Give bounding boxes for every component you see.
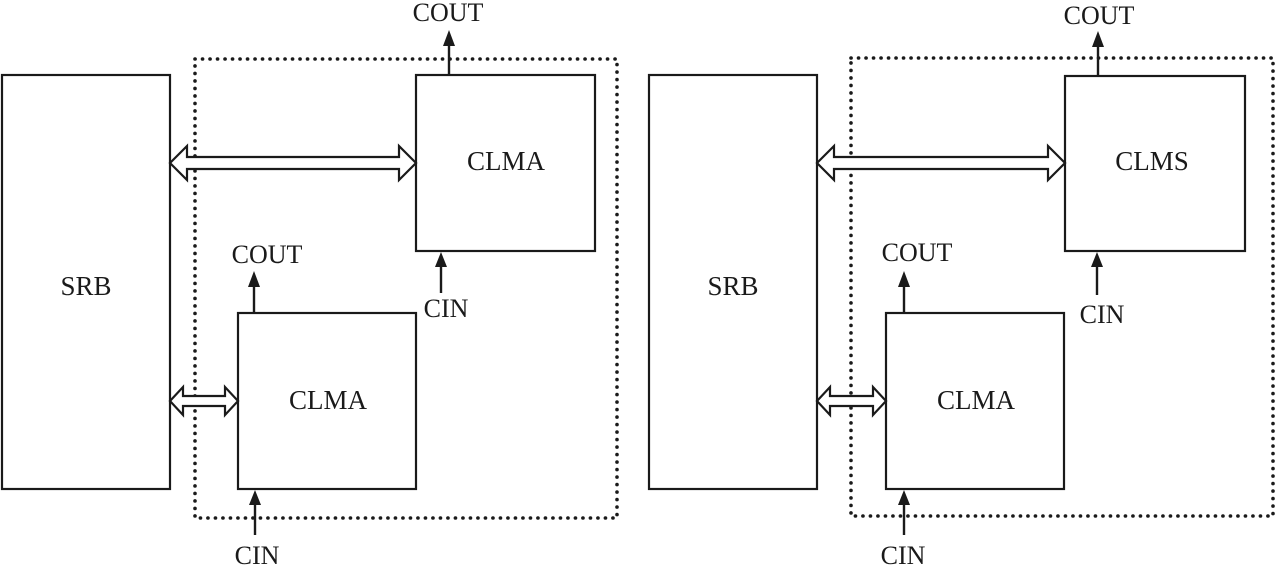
bottom-block-label: CLMA	[289, 385, 368, 415]
arrow-up-icon	[898, 490, 910, 505]
bottom-block-label: CLMA	[937, 385, 1016, 415]
top-cin-label: CIN	[1080, 300, 1125, 329]
srb-block	[0, 73, 172, 491]
panel-right: SRB CLMS CLMA COUT CIN COUT CIN	[647, 1, 1275, 568]
arrow-up-icon	[1091, 252, 1103, 267]
srb-label: SRB	[60, 271, 111, 301]
top-block-label: CLMS	[1115, 146, 1189, 176]
arrow-up-icon	[249, 490, 261, 505]
bottom-cout-label: COUT	[232, 240, 303, 269]
bottom-cin-label: CIN	[881, 541, 926, 568]
arrow-up-icon	[435, 252, 447, 267]
arrow-up-icon	[1092, 31, 1104, 47]
bottom-cin-label: CIN	[235, 541, 280, 568]
arrow-up-icon	[898, 271, 910, 287]
bottom-cout-label: COUT	[882, 238, 953, 267]
bidirectional-arrow-icon	[168, 384, 240, 418]
dotted-group-boundary	[849, 56, 1275, 518]
top-cin-label: CIN	[424, 294, 469, 323]
bidirectional-arrow-icon	[168, 143, 418, 183]
srb-block	[647, 73, 819, 491]
arrow-up-icon	[248, 271, 260, 287]
panel-left: SRB CLMA CLMA COUT CIN COUT CIN	[0, 0, 619, 568]
srb-label: SRB	[707, 271, 758, 301]
dotted-group-boundary	[193, 57, 619, 520]
top-block-label: CLMA	[467, 146, 546, 176]
arrow-up-icon	[443, 30, 455, 46]
top-block	[414, 73, 597, 253]
top-cout-label: COUT	[1064, 1, 1135, 30]
top-cout-label: COUT	[413, 0, 484, 27]
bidirectional-arrow-icon	[815, 384, 888, 418]
bidirectional-arrow-icon	[815, 143, 1067, 183]
